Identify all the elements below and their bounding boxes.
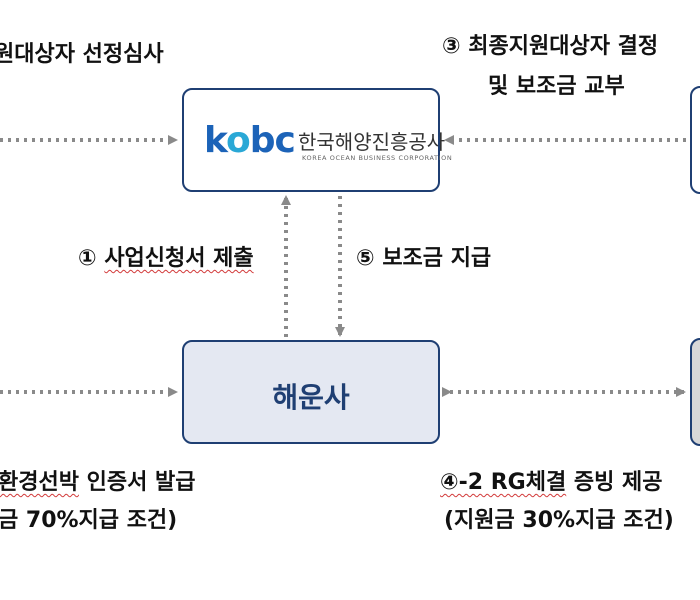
- right-bottom-node-partial: [690, 338, 700, 446]
- label-step1: ① 사업신청서 제출: [78, 246, 254, 272]
- step1-text: 사업신청서 제출: [104, 246, 254, 271]
- label-step4-2-line1: ④-2 RG체결 증빙 제공: [440, 470, 663, 495]
- kobc-name-kr: 한국해양진흥공사: [298, 130, 446, 154]
- label-step3-line2: 및 보조금 교부: [488, 74, 625, 99]
- label-step5: ⑤ 보조금 지급: [356, 246, 491, 272]
- right-top-node-partial: [690, 86, 700, 194]
- shipping-company-label: 해운사: [272, 381, 350, 414]
- step1-number: ①: [78, 246, 97, 271]
- shipping-company-node: 해운사: [182, 340, 440, 444]
- label-bottom-left-line2: 금 70%지급 조건): [0, 508, 178, 533]
- label-step3-line1: ③ 최종지원대상자 결정: [442, 34, 659, 59]
- step5-text: 보조금 지급: [382, 246, 492, 271]
- kobc-logo: kobc: [204, 120, 296, 161]
- kobc-node: kobc 한국해양진흥공사 KOREA OCEAN BUSINESS CORPO…: [182, 88, 452, 192]
- kobc-name-en: KOREA OCEAN BUSINESS CORPORATION: [302, 154, 453, 162]
- label-bottom-left-line1: 환경선박 인증서 발급: [0, 470, 196, 495]
- label-step4-2-line2: (지원금 30%지급 조건): [444, 508, 674, 533]
- step5-number: ⑤: [356, 246, 375, 271]
- label-top-left: 원대상자 선정심사: [0, 42, 164, 67]
